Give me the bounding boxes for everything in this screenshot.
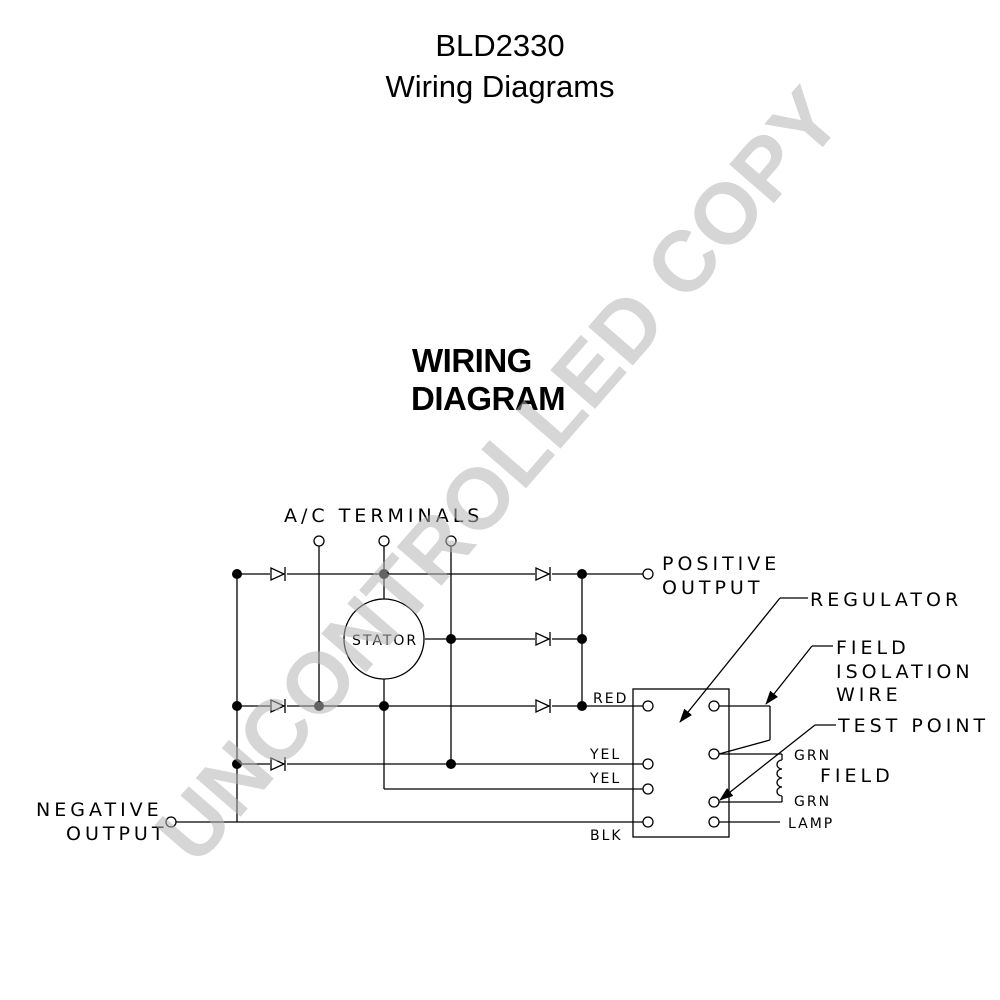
- wire-blk-label: BLK: [590, 828, 623, 844]
- test-point-label: TEST POINT: [837, 715, 989, 737]
- watermark-text: UNCONTROLLED COPY: [138, 70, 860, 880]
- field-coil: [776, 759, 783, 797]
- negative-output-label-1: NEGATIVE: [36, 799, 163, 821]
- field-isolation-label-1: FIELD: [836, 637, 910, 659]
- wire-grn-label-1: GRN: [794, 748, 831, 764]
- diode-lower-right: [535, 698, 551, 714]
- diode-bottom-left: [270, 756, 286, 772]
- regulator-label: REGULATOR: [810, 589, 962, 611]
- wire-red-label: RED: [593, 691, 628, 707]
- diode-mid-left: [270, 698, 286, 714]
- diagram-heading-line2: DIAGRAM: [411, 380, 566, 417]
- wire-yel-label-1: YEL: [589, 747, 621, 763]
- field-label: FIELD: [820, 765, 894, 787]
- diode-top-right: [535, 566, 551, 582]
- junction-dots: [232, 569, 587, 769]
- positive-output-label-1: POSITIVE: [662, 553, 780, 575]
- field-isolation-label-3: WIRE: [836, 684, 902, 706]
- stator-label: STATOR: [352, 633, 418, 649]
- diagram-heading-line1: WIRING: [412, 342, 532, 379]
- stator-winding: [343, 598, 425, 680]
- field-wiring: [718, 705, 783, 823]
- document-title: BLD2330: [435, 28, 565, 63]
- rectifier-wiring: [176, 546, 643, 823]
- field-isolation-label-2: ISOLATION: [836, 661, 974, 683]
- regulator-module: [632, 688, 730, 838]
- document-subtitle: Wiring Diagrams: [385, 69, 615, 104]
- diode-mid-right: [535, 631, 551, 647]
- negative-output-label-2: OUTPUT: [66, 823, 167, 845]
- callout-leaders: [679, 597, 836, 801]
- diode-top-left: [270, 566, 286, 582]
- ac-terminals-label: A/C TERMINALS: [284, 505, 483, 527]
- positive-output-label-2: OUTPUT: [662, 577, 763, 599]
- lamp-label: LAMP: [788, 816, 834, 832]
- diode-symbols: [270, 566, 551, 772]
- wire-yel-label-2: YEL: [589, 771, 621, 787]
- wire-grn-label-2: GRN: [794, 794, 831, 810]
- open-terminals: [165, 535, 654, 828]
